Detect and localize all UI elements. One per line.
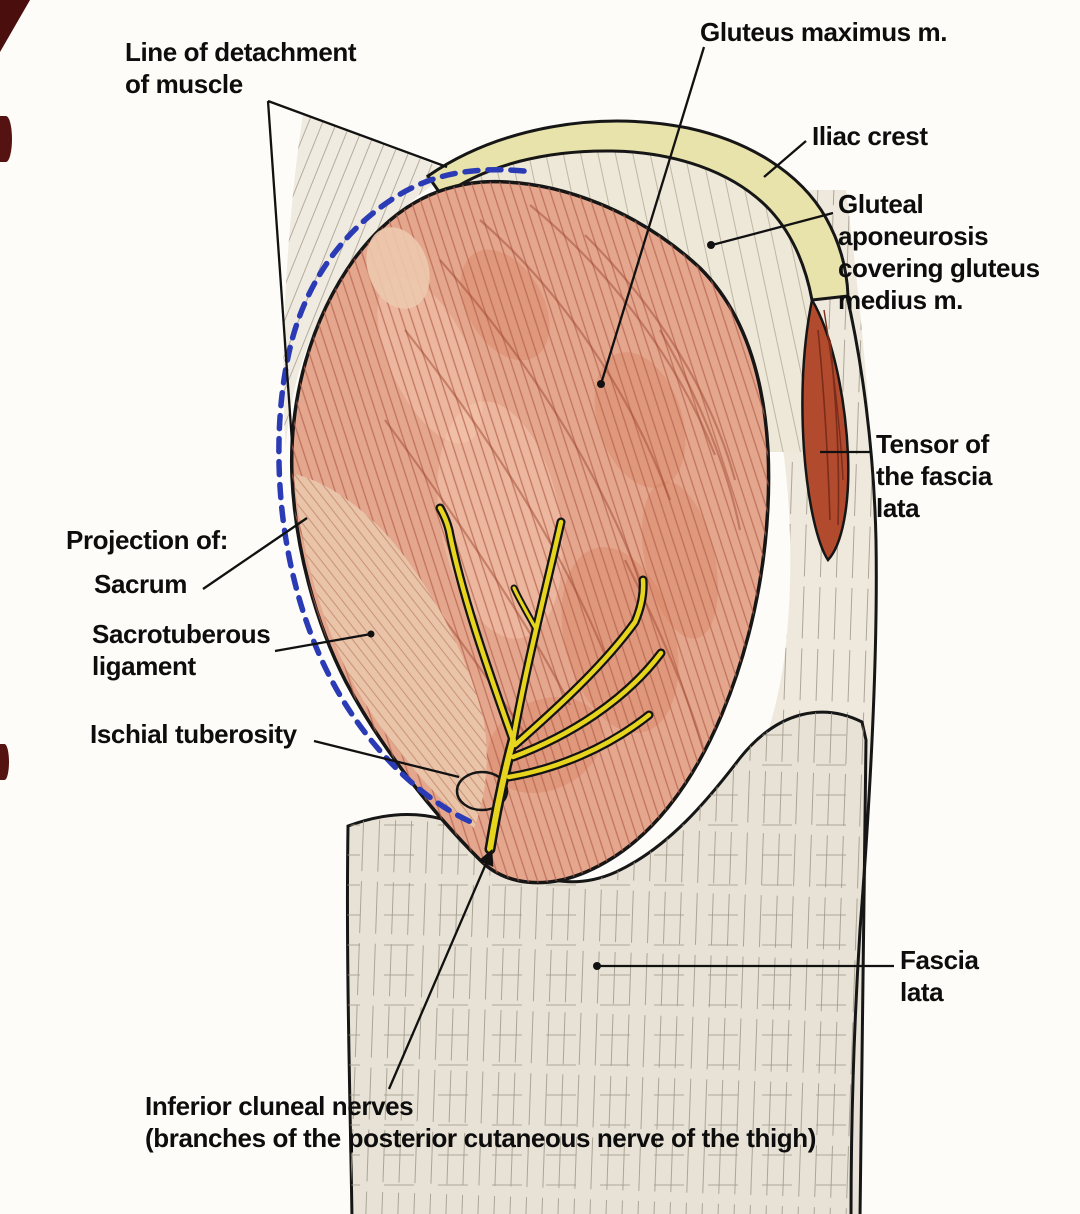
leader-lines <box>202 46 894 1090</box>
label-sacrum: Sacrum <box>94 569 187 599</box>
gluteal-aponeurosis-region <box>442 150 812 452</box>
leader-sacrum <box>202 517 308 590</box>
leader-line-of-detachment-a <box>267 99 448 169</box>
label-fascia-lata: Fascia lata <box>900 945 979 1007</box>
label-gluteal-aponeurosis: Gluteal aponeurosis covering gluteus med… <box>838 189 1040 315</box>
leader-gluteus-maximus <box>599 46 706 385</box>
label-projection-of: Projection of: <box>66 525 228 555</box>
scan-artifact-edge <box>0 744 9 780</box>
leader-inferior-cluneal <box>387 849 494 1090</box>
label-iliac-crest: Iliac crest <box>812 121 928 151</box>
sacrum-patch <box>366 227 430 309</box>
scan-artifact-edge <box>0 116 12 162</box>
leader-dots <box>367 241 715 970</box>
inferior-cluneal-nerves-graphic <box>435 503 666 855</box>
leader-ischial <box>313 739 460 779</box>
label-inferior-cluneal-nerves: Inferior cluneal nerves (branches of the… <box>145 1091 817 1153</box>
leader-sacrotuberous <box>274 632 372 653</box>
upper-left-tissue <box>283 114 452 448</box>
label-sacrotuberous-ligament: Sacrotuberous ligament <box>92 619 271 681</box>
tensor-fascia-lata-shape <box>801 296 850 563</box>
ischial-tuberosity-outline <box>455 770 509 812</box>
body-right-edge <box>844 291 878 1214</box>
label-line-of-detachment: Line of detachment of muscle <box>125 37 357 99</box>
leader-line-of-detachment-b <box>266 100 294 443</box>
label-ischial-tuberosity: Ischial tuberosity <box>90 719 297 749</box>
label-gluteus-maximus: Gluteus maximus m. <box>700 17 948 47</box>
sacrotuberous-ligament-shape <box>294 227 487 828</box>
line-of-detachment-dashed <box>276 166 527 825</box>
iliac-crest-shape <box>425 119 850 302</box>
leader-iliac-crest <box>763 140 807 178</box>
leader-gluteal-aponeurosis <box>711 211 834 247</box>
label-tensor-fascia-lata: Tensor of the fascia lata <box>876 429 992 523</box>
